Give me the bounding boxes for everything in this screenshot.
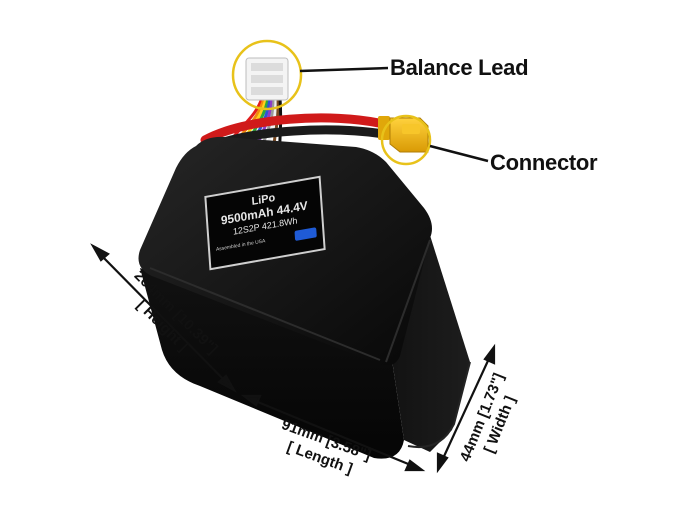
- connector-callout: Connector: [490, 150, 598, 175]
- balance-plug: [245, 57, 289, 101]
- brand-logo-icon: [294, 227, 317, 242]
- callout-graphics: [231, 39, 489, 166]
- xt-connector: [378, 116, 429, 153]
- balance-lead-callout: Balance Lead: [390, 55, 529, 80]
- label-assembled: Assembled in the USA: [215, 238, 266, 253]
- dimension-arrows: [90, 243, 496, 474]
